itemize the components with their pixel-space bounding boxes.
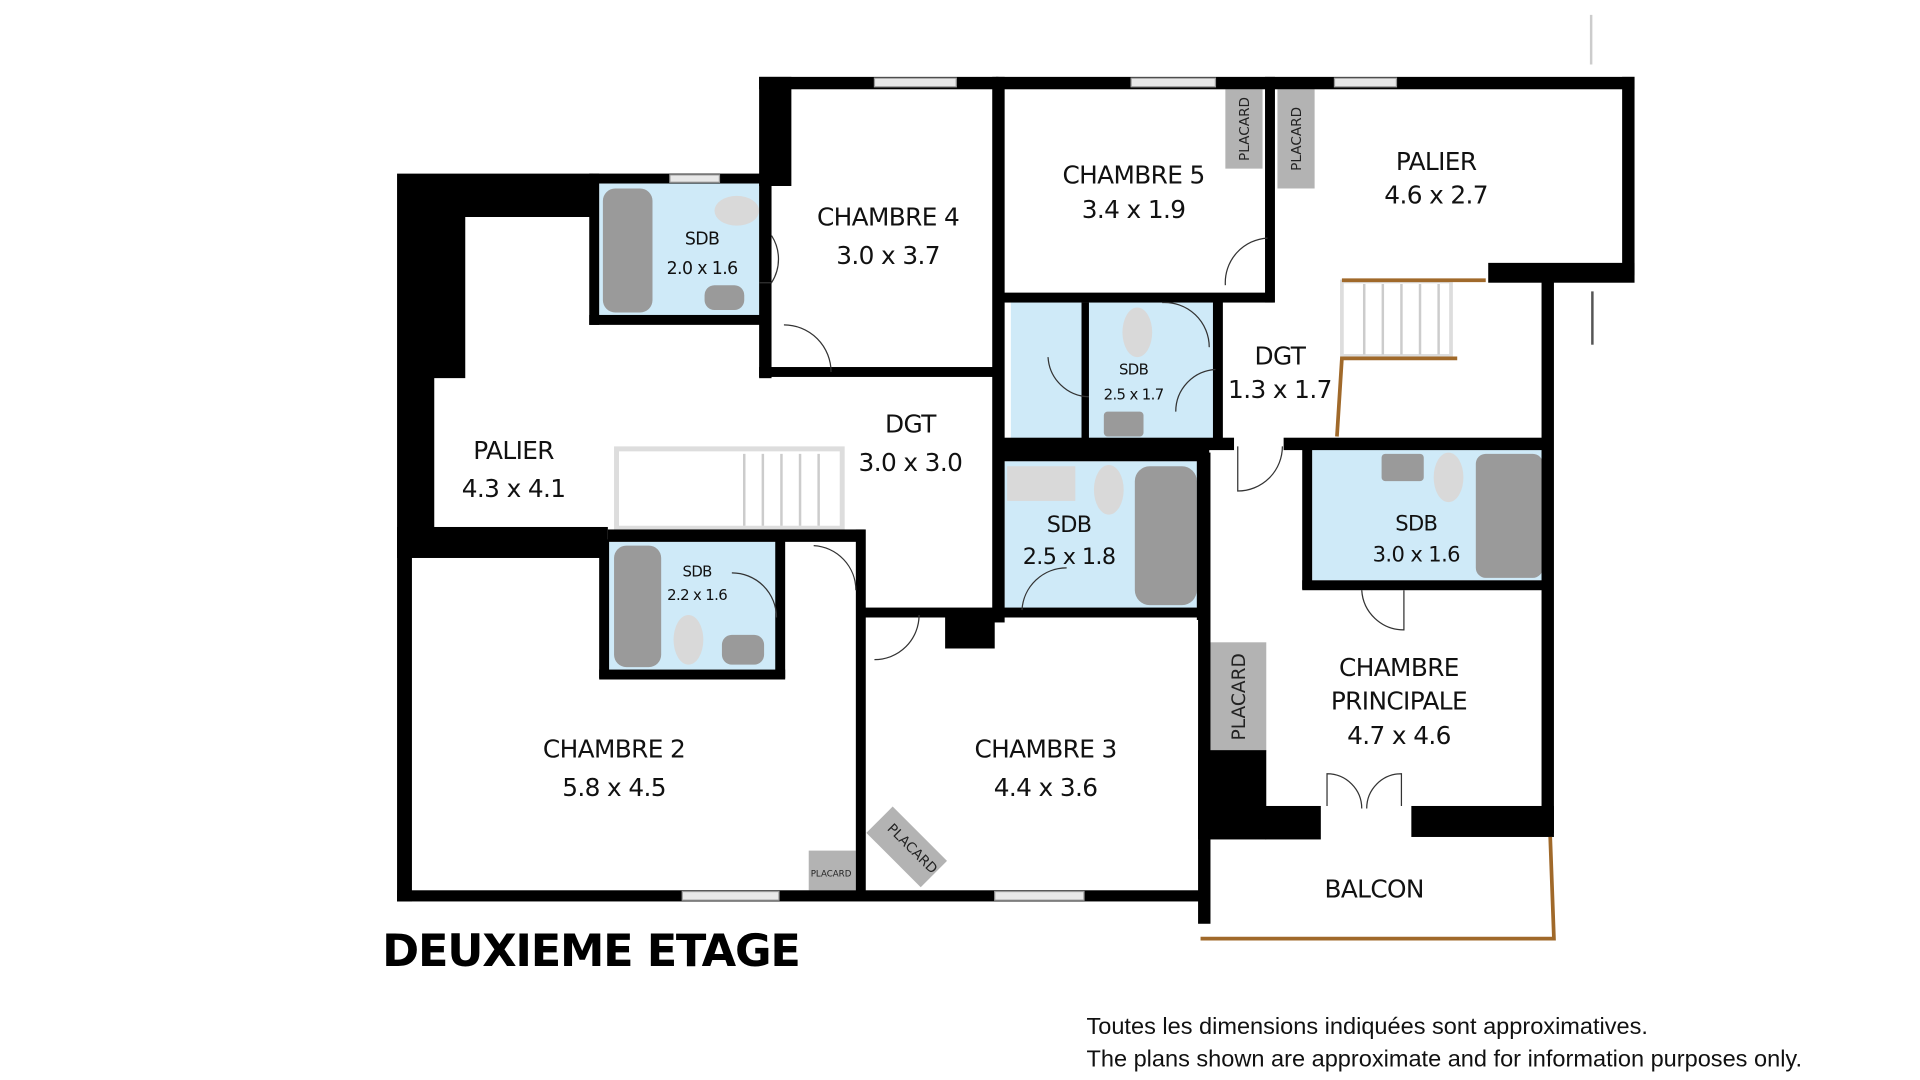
placard-label: PLACARD [1229,653,1250,740]
room-label-balcon: BALCON [1324,875,1424,904]
svg-text:3.0 x 1.6: 3.0 x 1.6 [1373,542,1460,567]
svg-text:2.5 x 1.8: 2.5 x 1.8 [1023,544,1116,570]
svg-text:SDB: SDB [685,229,719,249]
svg-text:CHAMBRE 3: CHAMBRE 3 [974,735,1116,764]
placard-label: PLACARD [811,870,852,880]
svg-text:4.6 x 2.7: 4.6 x 2.7 [1384,180,1488,209]
svg-text:SDB: SDB [1395,511,1437,536]
svg-text:SDB: SDB [1047,512,1092,538]
svg-text:DGT: DGT [885,410,937,439]
doors [731,235,1405,809]
room-label-sdb-3: SDB 2.5 x 1.8 [1023,512,1116,570]
svg-text:3.0 x 3.0: 3.0 x 3.0 [859,448,963,477]
svg-text:SDB: SDB [683,563,713,581]
windows [669,77,1398,901]
room-label-sdb-2: SDB 2.5 x 1.7 [1104,360,1165,403]
svg-text:2.5 x 1.7: 2.5 x 1.7 [1104,385,1164,403]
svg-text:4.4 x 3.6: 4.4 x 3.6 [994,773,1098,802]
svg-text:2.2 x 1.6: 2.2 x 1.6 [667,586,727,604]
svg-text:PRINCIPALE: PRINCIPALE [1331,686,1467,715]
svg-text:CHAMBRE 4: CHAMBRE 4 [817,203,959,232]
sink-icon [704,285,1424,665]
placard [866,806,948,888]
svg-text:SDB: SDB [1119,360,1149,378]
placard [808,850,856,891]
room-label-palier-upper: PALIER 4.6 x 2.7 [1384,147,1488,209]
room-label-sdb-1: SDB 2.0 x 1.6 [667,229,739,279]
toilet-icon [673,195,1464,665]
placard [1225,89,1263,169]
svg-text:CHAMBRE 5: CHAMBRE 5 [1062,161,1204,190]
room-label-dgt-right: DGT 1.3 x 1.7 [1228,342,1332,404]
svg-text:PALIER: PALIER [473,436,554,465]
room-label-chambre-2: CHAMBRE 2 5.8 x 4.5 [543,735,686,802]
svg-text:3.0 x 3.7: 3.0 x 3.7 [836,241,940,270]
room-label-chambre-4: CHAMBRE 4 3.0 x 3.7 [817,203,960,270]
svg-text:CHAMBRE: CHAMBRE [1339,653,1459,682]
room-label-dgt-left: DGT 3.0 x 3.0 [859,410,963,477]
svg-text:4.7 x 4.6: 4.7 x 4.6 [1347,721,1451,750]
stairs-right [1335,278,1486,437]
room-label-palier-left: PALIER 4.3 x 4.1 [462,436,566,503]
room-label-sdb-4: SDB 3.0 x 1.6 [1373,511,1461,567]
svg-text:5.8 x 4.5: 5.8 x 4.5 [562,773,666,802]
room-label-chambre-5: CHAMBRE 5 3.4 x 1.9 [1062,161,1205,225]
disclaimer-fr: Toutes les dimensions indiquées sont app… [1086,1013,1648,1039]
svg-text:PALIER: PALIER [1396,147,1477,176]
placard [1277,89,1315,189]
svg-text:4.3 x 4.1: 4.3 x 4.1 [462,474,566,503]
placard-label: PLACARD [1237,97,1253,161]
disclaimer-en: The plans shown are approximate and for … [1086,1045,1802,1071]
floor-title: DEUXIEME ETAGE [382,925,799,977]
svg-text:2.0 x 1.6: 2.0 x 1.6 [667,259,738,279]
placard [1210,642,1267,752]
svg-text:3.4 x 1.9: 3.4 x 1.9 [1082,195,1186,224]
room-label-chambre-principale: CHAMBRE PRINCIPALE 4.7 x 4.6 [1331,653,1468,750]
stairs-left [614,446,845,531]
svg-text:CHAMBRE 2: CHAMBRE 2 [543,735,685,764]
svg-text:BALCON: BALCON [1324,875,1423,904]
svg-text:DGT: DGT [1255,342,1307,371]
bathtub-icon [602,188,1543,668]
room-label-chambre-3: CHAMBRE 3 4.4 x 3.6 [974,735,1117,802]
svg-text:1.3 x 1.7: 1.3 x 1.7 [1228,375,1332,404]
placard-label: PLACARD [1289,107,1305,171]
room-label-sdb-5: SDB 2.2 x 1.6 [667,563,728,605]
